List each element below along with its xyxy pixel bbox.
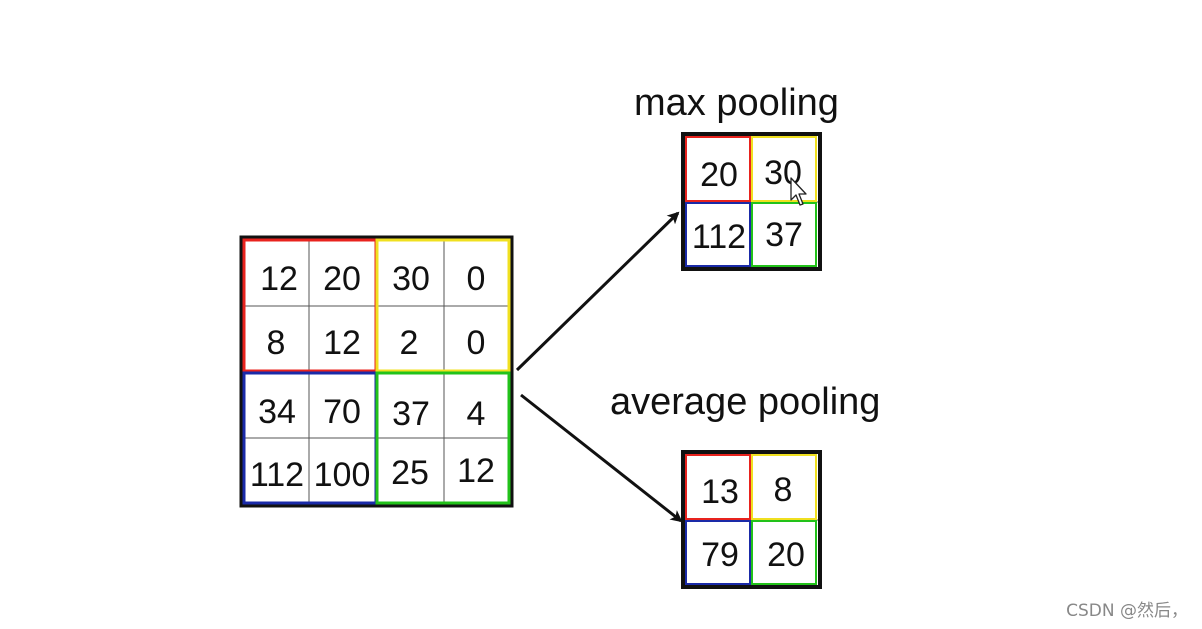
input-cell: 112	[250, 456, 304, 494]
arrow-to-average-pooling	[520, 393, 683, 523]
max-pooling-cell: 37	[765, 216, 803, 254]
input-cell: 2	[400, 324, 419, 362]
avg-cell-top-right	[751, 454, 817, 520]
max-pooling-cell: 112	[692, 218, 746, 256]
input-cell: 25	[391, 454, 429, 492]
input-cell: 20	[323, 260, 361, 298]
input-cell: 100	[314, 456, 371, 494]
input-cell: 0	[467, 324, 486, 362]
input-cell: 34	[258, 393, 296, 431]
average-pooling-cell: 79	[701, 536, 739, 574]
avg-cell-top-left	[685, 454, 751, 520]
region-bottom-right	[375, 371, 511, 505]
input-cell: 30	[392, 260, 430, 298]
input-cell: 4	[467, 395, 486, 433]
max-pooling-label: max pooling	[634, 82, 839, 124]
input-cell: 12	[457, 452, 495, 490]
avg-cell-bottom-left	[685, 520, 751, 585]
average-pooling-matrix: 13 8 79 20	[681, 450, 822, 589]
input-cell: 37	[392, 395, 430, 433]
input-cell: 12	[323, 324, 361, 362]
region-top-right	[375, 238, 511, 373]
max-cell-top-left	[685, 136, 751, 202]
average-pooling-label: average pooling	[610, 381, 880, 423]
max-pooling-cell: 20	[700, 156, 738, 194]
arrow-to-max-pooling	[515, 211, 680, 372]
input-cell: 70	[323, 393, 361, 431]
input-matrix: 12 20 30 0 8 12 2 0 34 70 37 4 112 100 2…	[239, 235, 514, 508]
average-pooling-cell: 20	[767, 536, 805, 574]
csdn-watermark: CSDN @然后，	[1066, 601, 1188, 621]
max-cell-bottom-right	[751, 202, 817, 267]
input-cell: 0	[467, 260, 486, 298]
avg-cell-bottom-right	[751, 520, 817, 585]
average-pooling-cell: 8	[774, 471, 793, 509]
mouse-cursor-icon	[790, 177, 807, 206]
input-cell: 12	[260, 260, 298, 298]
average-pooling-cell: 13	[701, 473, 739, 511]
max-cell-top-right	[751, 136, 817, 202]
max-pooling-matrix: 20 30 112 37	[681, 132, 822, 271]
max-cell-bottom-left	[685, 202, 751, 267]
input-cell: 8	[267, 324, 286, 362]
